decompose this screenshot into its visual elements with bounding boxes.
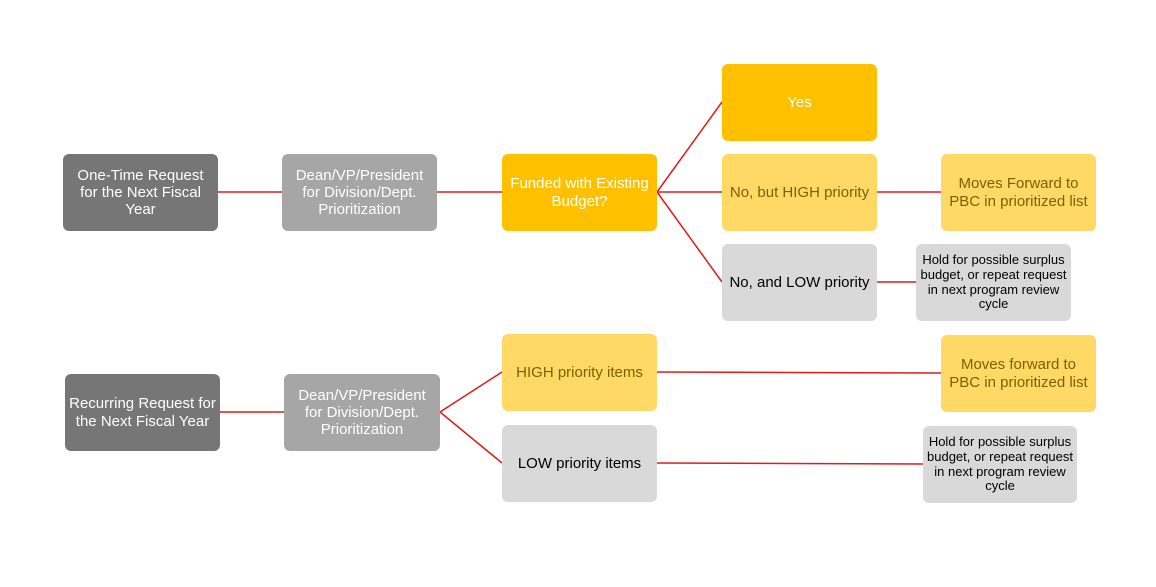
recurring-prioritization-node: Dean/VP/President for Division/Dept. Pri… xyxy=(284,374,440,451)
no-high-priority-label: No, but HIGH priority xyxy=(729,183,870,201)
no-high-priority-node: No, but HIGH priority xyxy=(722,154,877,231)
hold-label-1: Hold for possible surplus budget, or rep… xyxy=(920,251,1067,312)
recurring-request-node: Recurring Request for the Next Fiscal Ye… xyxy=(65,374,220,451)
one-time-request-node: One-Time Request for the Next Fiscal Yea… xyxy=(63,154,218,231)
one-time-prioritization-node: Dean/VP/President for Division/Dept. Pri… xyxy=(282,154,437,231)
connector-prioritization-to-high-items xyxy=(439,371,503,413)
moves-forward-node-2: Moves forward to PBC in prioritized list xyxy=(941,335,1096,412)
no-low-priority-node: No, and LOW priority xyxy=(722,244,877,321)
yes-label: Yes xyxy=(787,93,812,111)
connector-funded-to-yes xyxy=(656,101,723,193)
moves-forward-node-1: Moves Forward to PBC in prioritized list xyxy=(941,154,1096,231)
connector-funded-to-no-low xyxy=(656,191,723,283)
funded-question-label: Funded with Existing Budget? xyxy=(510,175,649,210)
recurring-prioritization-label: Dean/VP/President for Division/Dept. Pri… xyxy=(298,386,426,439)
moves-forward-label-1: Moves Forward to PBC in prioritized list xyxy=(949,175,1088,210)
recurring-request-label: Recurring Request for the Next Fiscal Ye… xyxy=(69,395,216,430)
low-priority-items-node: LOW priority items xyxy=(502,425,657,502)
high-priority-items-node: HIGH priority items xyxy=(502,334,657,411)
hold-node-1: Hold for possible surplus budget, or rep… xyxy=(916,244,1071,321)
connector-high-items-to-moves-forward xyxy=(656,371,942,374)
one-time-request-label: One-Time Request for the Next Fiscal Yea… xyxy=(77,166,204,219)
no-low-priority-label: No, and LOW priority xyxy=(729,273,870,291)
one-time-prioritization-label: Dean/VP/President for Division/Dept. Pri… xyxy=(295,166,424,219)
funded-question-node: Funded with Existing Budget? xyxy=(502,154,657,231)
connector-prioritization-to-low-items xyxy=(439,411,503,464)
connector-low-items-to-hold xyxy=(656,462,924,465)
yes-node: Yes xyxy=(722,64,877,141)
hold-label-2: Hold for possible surplus budget, or rep… xyxy=(927,433,1073,494)
high-priority-items-label: HIGH priority items xyxy=(516,363,643,381)
low-priority-items-label: LOW priority items xyxy=(517,454,642,472)
hold-node-2: Hold for possible surplus budget, or rep… xyxy=(923,426,1077,503)
moves-forward-label-2: Moves forward to PBC in prioritized list xyxy=(949,356,1088,391)
